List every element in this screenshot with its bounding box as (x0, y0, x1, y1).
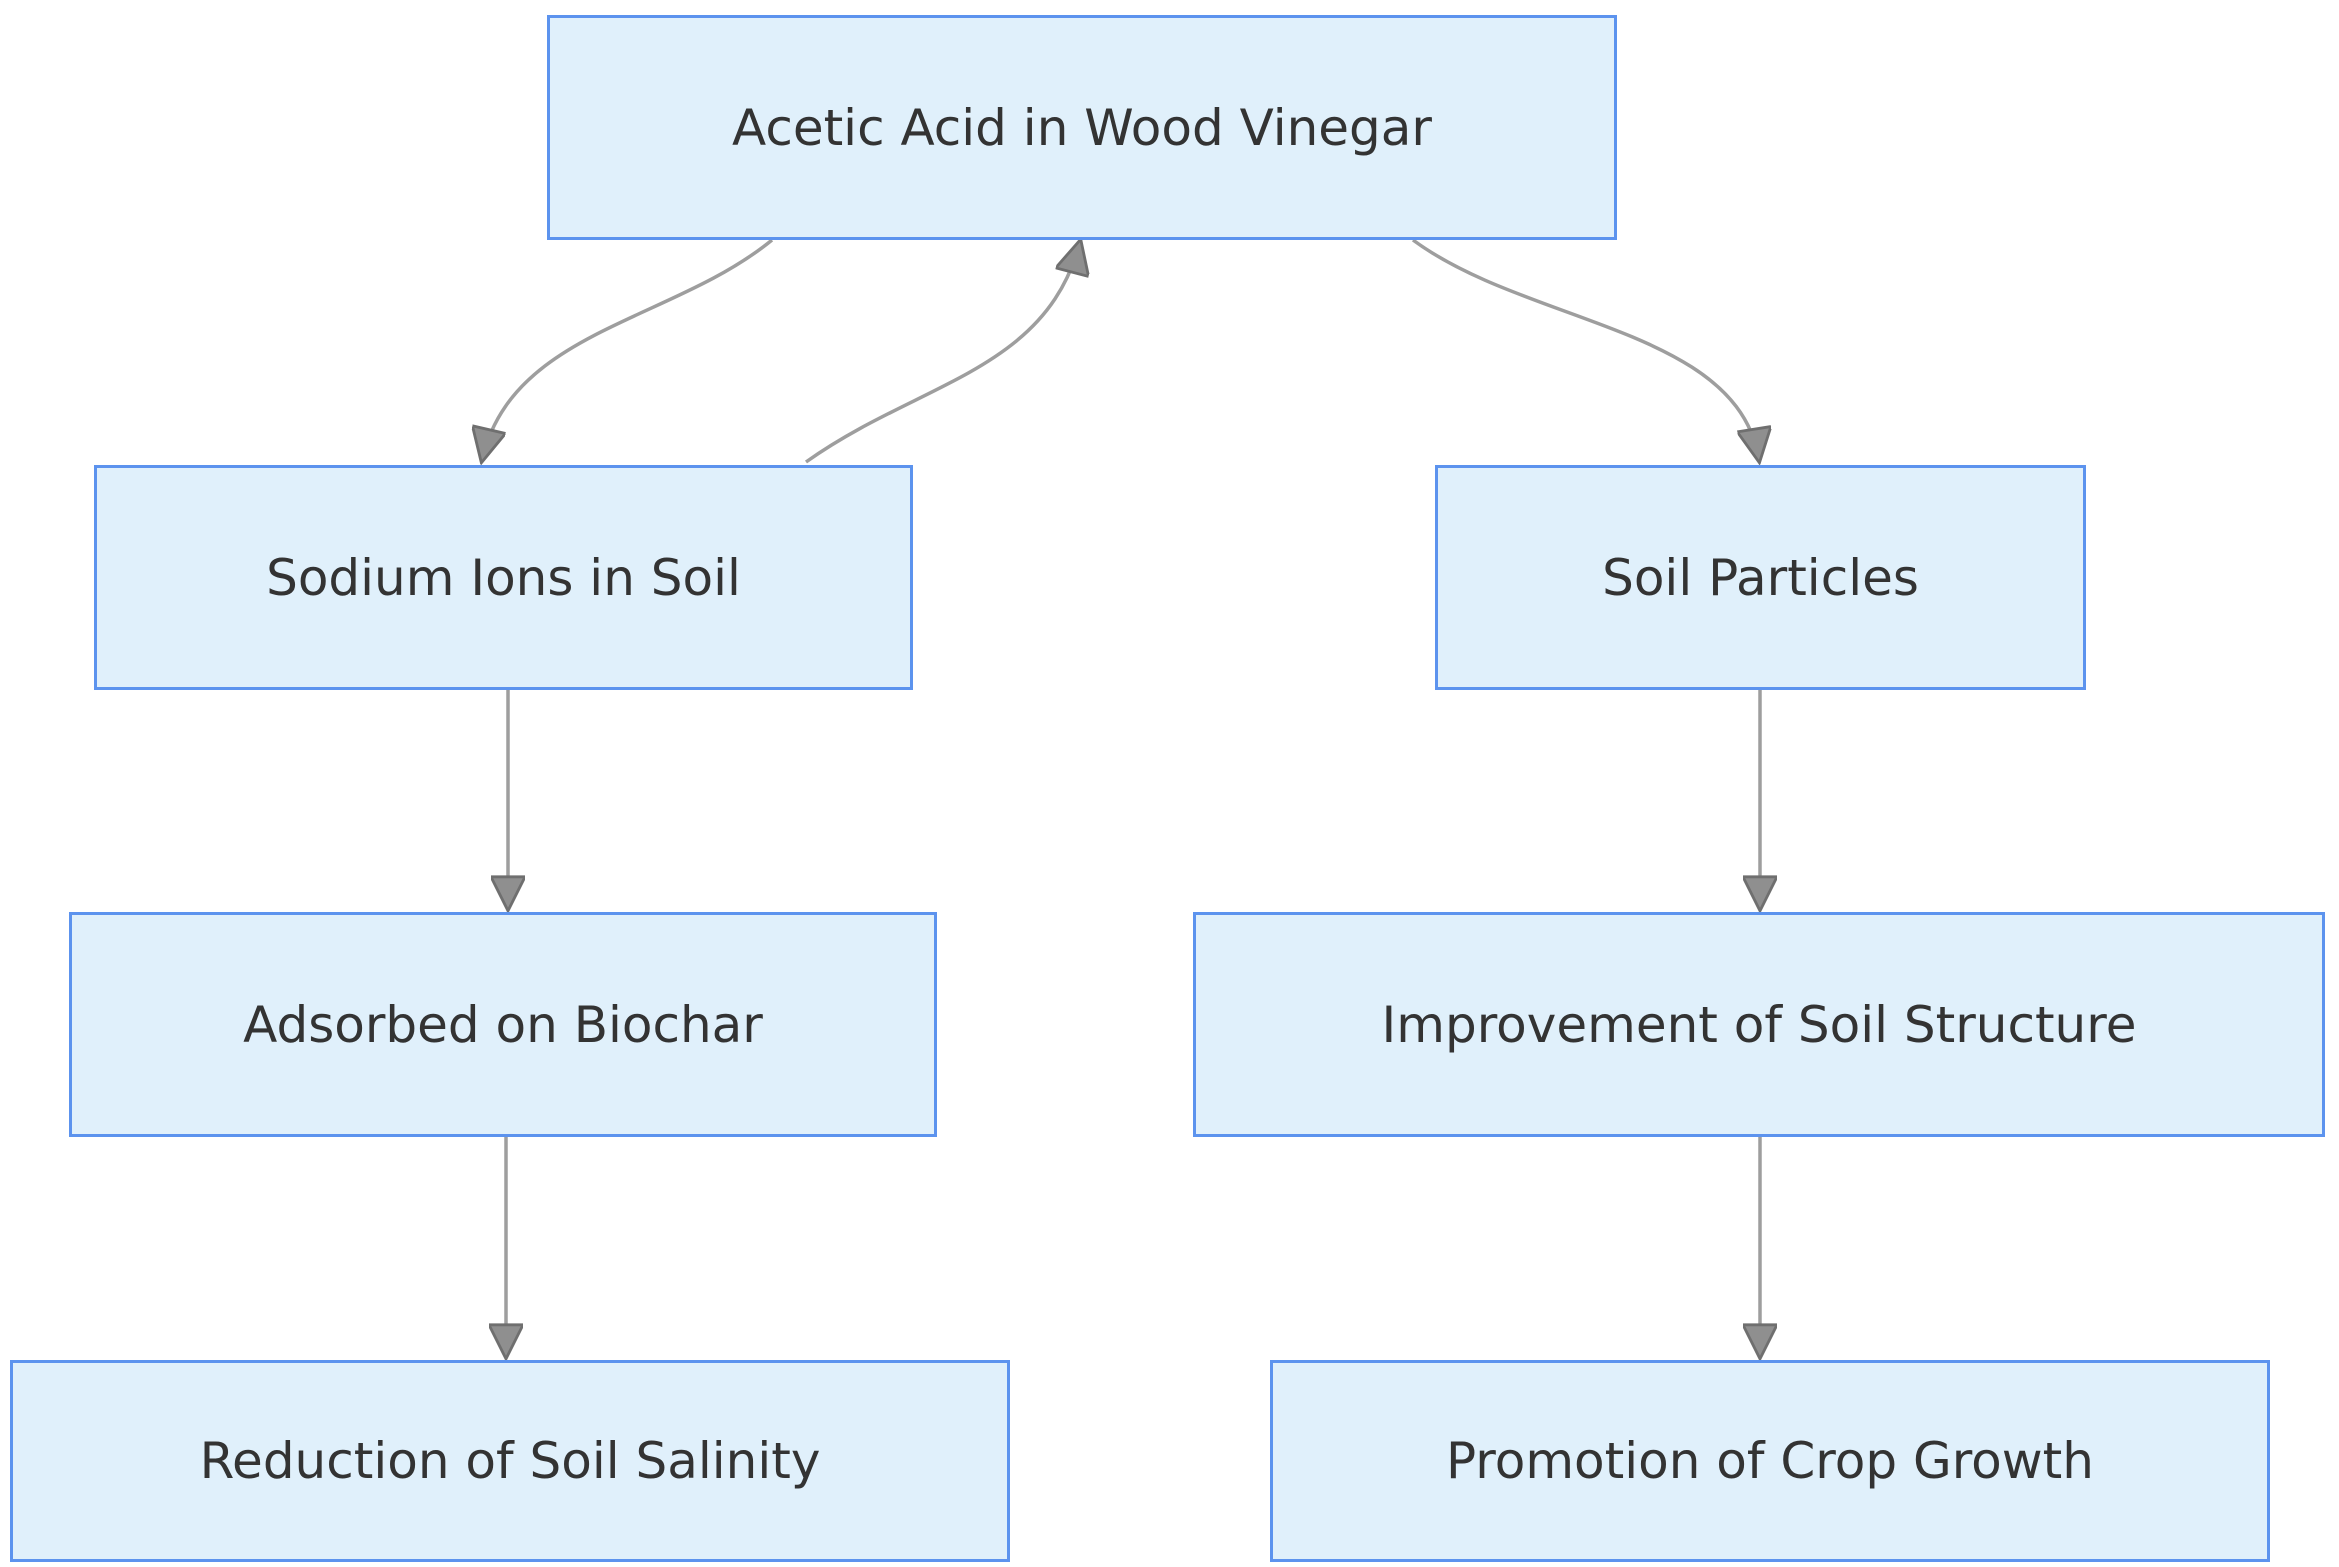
node-soil-structure-label: Improvement of Soil Structure (1381, 995, 2137, 1054)
node-adsorbed-biochar: Adsorbed on Biochar (69, 912, 937, 1137)
node-acetic-acid: Acetic Acid in Wood Vinegar (547, 15, 1617, 240)
edge-sodium-ions-to-acetic-acid (804, 242, 1080, 464)
node-soil-structure: Improvement of Soil Structure (1193, 912, 2325, 1137)
node-soil-particles-label: Soil Particles (1602, 548, 1919, 607)
node-crop-growth: Promotion of Crop Growth (1270, 1360, 2270, 1562)
edge-acetic-acid-to-sodium-ions (482, 238, 774, 460)
node-sodium-ions-label: Sodium Ions in Soil (266, 548, 741, 607)
node-adsorbed-biochar-label: Adsorbed on Biochar (243, 995, 763, 1054)
edge-acetic-acid-to-soil-particles (1411, 238, 1759, 460)
node-soil-salinity: Reduction of Soil Salinity (10, 1360, 1010, 1562)
node-sodium-ions: Sodium Ions in Soil (94, 465, 913, 690)
node-soil-salinity-label: Reduction of Soil Salinity (199, 1432, 821, 1490)
node-acetic-acid-label: Acetic Acid in Wood Vinegar (732, 98, 1432, 157)
node-soil-particles: Soil Particles (1435, 465, 2086, 690)
node-crop-growth-label: Promotion of Crop Growth (1446, 1432, 2094, 1490)
